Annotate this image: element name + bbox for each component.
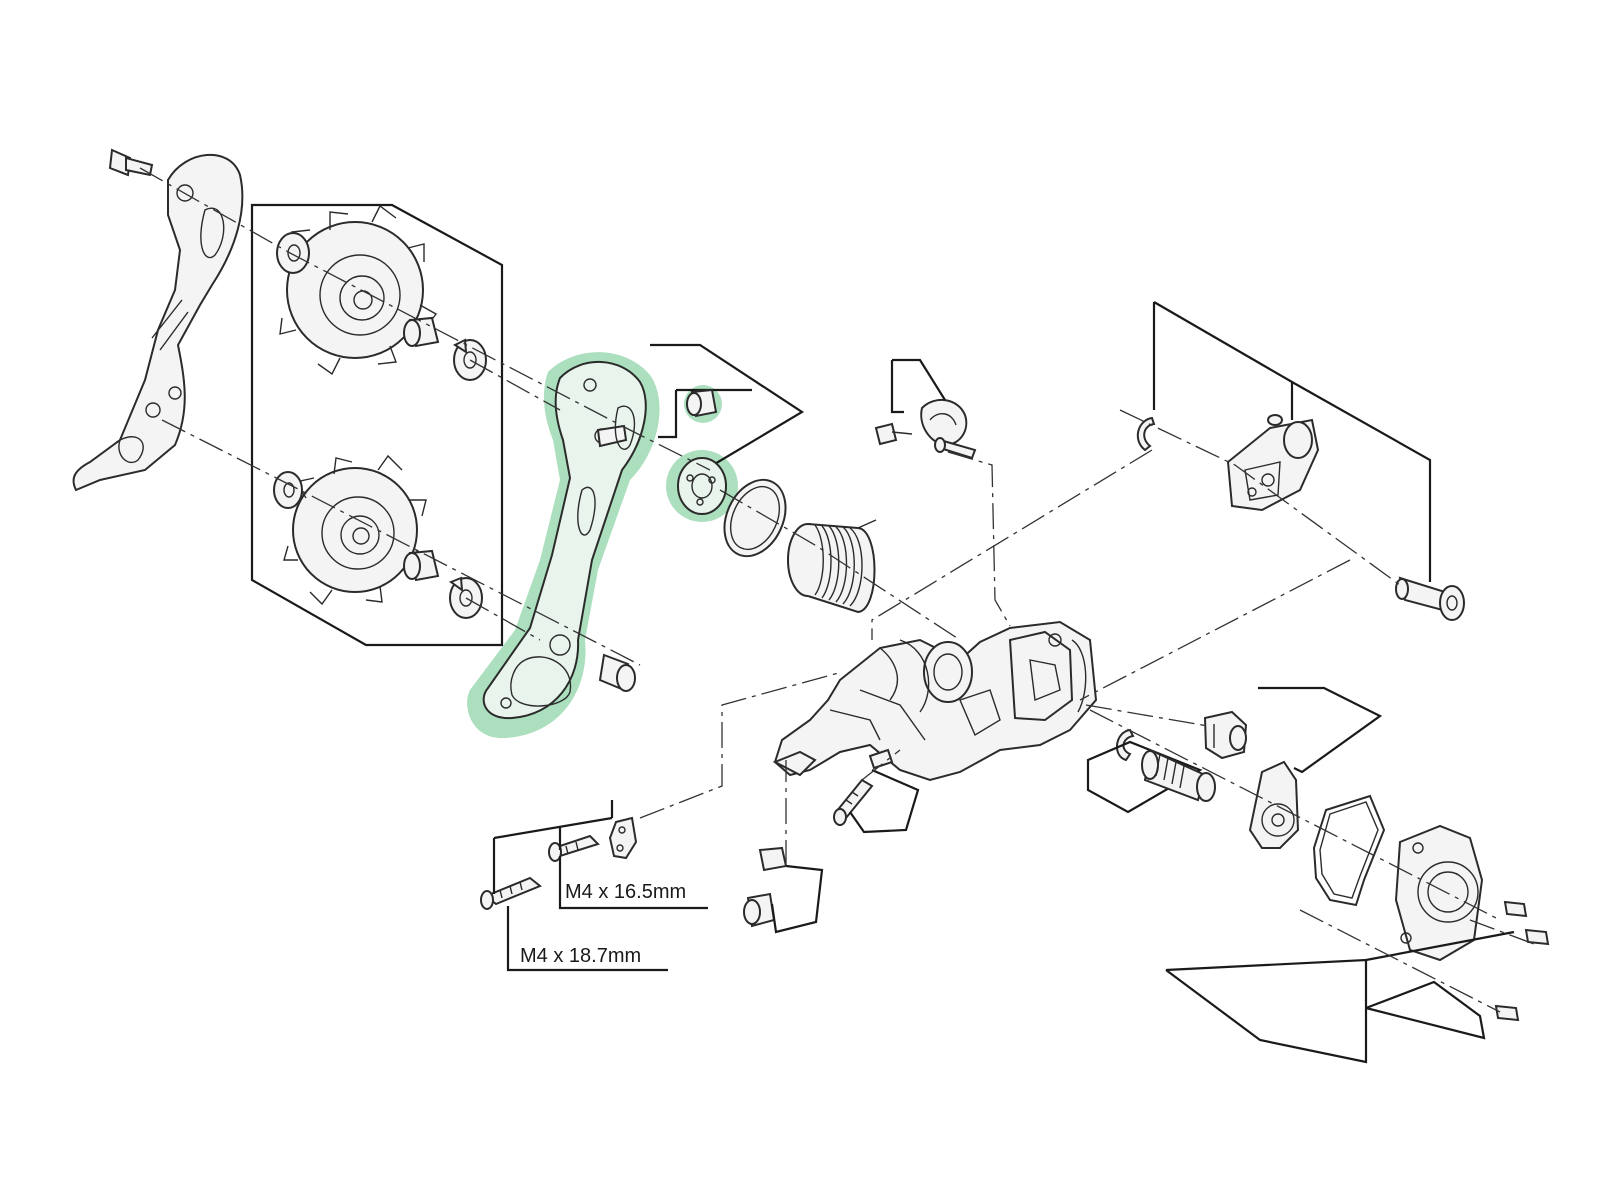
cage-ring[interactable]	[713, 470, 798, 566]
cable-adjust-bolt[interactable]	[743, 892, 776, 928]
derailleur-body[interactable]	[772, 620, 1098, 782]
b-axle-bolt[interactable]	[1395, 576, 1465, 621]
b-tension-bracket[interactable]	[1226, 414, 1320, 512]
outer-cage-plate[interactable]	[72, 153, 244, 492]
clutch-spring-shaft[interactable]	[1141, 748, 1216, 802]
pulley-bushing-bottom[interactable]	[403, 549, 440, 582]
inner-cage-plate[interactable]	[482, 360, 647, 720]
cage-washer[interactable]	[677, 457, 727, 515]
cable-fixing-washer[interactable]	[874, 422, 913, 446]
cover-screw-2[interactable]	[1524, 928, 1550, 946]
guide-pulley[interactable]	[279, 204, 438, 376]
cover-screw-group-outline	[1165, 930, 1515, 1064]
pulley-washer-top[interactable]	[276, 232, 310, 274]
clutch-circlip[interactable]	[1116, 728, 1135, 762]
small-bushing[interactable]	[686, 388, 718, 418]
pulley-washer-bottom[interactable]	[273, 471, 303, 509]
bolt-label-short: M4 x 16.5mm	[565, 881, 686, 903]
b-bracket-group-outline	[1152, 301, 1432, 582]
end-adjust-bracket	[849, 768, 920, 834]
adjust-bolt-plate[interactable]	[608, 816, 638, 860]
stroke-adjust-bolt-long[interactable]	[480, 876, 542, 910]
cover-screw-1[interactable]	[1503, 900, 1528, 918]
clutch-group-outline-a	[1258, 686, 1383, 774]
cage-screw[interactable]	[598, 653, 636, 692]
label-leader-long	[506, 906, 668, 972]
bushing-group-bracket	[650, 343, 805, 469]
end-adjust-bolt[interactable]	[833, 778, 874, 826]
bolt-label-long: M4 x 18.7mm	[520, 945, 641, 967]
circlip-right[interactable]	[1136, 416, 1156, 452]
clutch-cam[interactable]	[1248, 760, 1300, 849]
pulley-box-outline	[250, 203, 504, 647]
tension-spring[interactable]	[787, 519, 877, 614]
pulley-bushing-top[interactable]	[403, 316, 440, 348]
tension-pulley[interactable]	[283, 454, 432, 606]
stroke-adjust-bolt-short[interactable]	[548, 834, 600, 862]
assembly-axis-lines	[139, 167, 1535, 1013]
clutch-spring-outline	[1086, 740, 1203, 814]
label-leader-short	[558, 856, 708, 910]
cover-screw-3[interactable]	[1494, 1004, 1520, 1022]
cable-adjust-bracket	[770, 864, 824, 934]
adjust-bolt-bracket	[492, 800, 614, 894]
cable-adjust-nut[interactable]	[758, 846, 788, 872]
cable-fixing-bolt[interactable]	[920, 399, 977, 460]
clutch-fixing-part[interactable]	[1203, 710, 1248, 760]
end-adjust-nut[interactable]	[868, 748, 894, 770]
cable-bolt-bracket	[890, 358, 946, 414]
clutch-o-ring[interactable]	[1312, 794, 1386, 907]
